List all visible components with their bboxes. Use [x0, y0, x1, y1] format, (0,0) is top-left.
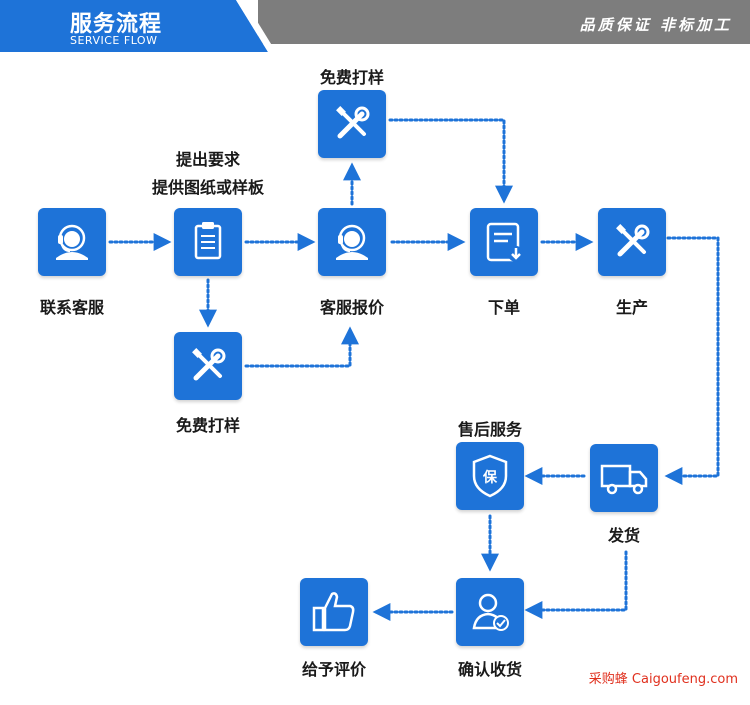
shield-text: 保 — [482, 469, 498, 486]
thumbs-up-icon — [312, 592, 355, 632]
clipboard-icon — [194, 222, 222, 260]
connector-sample-quote — [244, 326, 359, 368]
label-contact: 联系客服 — [39, 298, 105, 317]
delivery-truck-icon — [600, 464, 648, 495]
tools-icon — [336, 106, 370, 139]
node-submit — [174, 208, 242, 276]
label-after-sales: 售后服务 — [457, 420, 523, 439]
label-sample-top: 免费打样 — [319, 68, 385, 87]
header-tagline: 品质保证 非标加工 — [579, 16, 732, 34]
node-shipping — [590, 444, 658, 512]
tools-icon — [192, 348, 226, 381]
user-check-icon — [472, 593, 509, 631]
node-quote — [318, 208, 386, 276]
header-background — [0, 0, 750, 52]
page-subtitle: SERVICE FLOW — [70, 34, 158, 47]
headset-agent-icon — [336, 224, 368, 260]
label-quote: 客服报价 — [319, 298, 385, 317]
connector-shipping-receipt — [524, 550, 628, 619]
label-review: 给予评价 — [301, 660, 367, 679]
node-review — [300, 578, 368, 646]
connector-sample-order — [388, 118, 513, 204]
label-shipping: 发货 — [607, 526, 641, 545]
site-watermark: 采购蜂 Caigoufeng.com — [588, 672, 738, 687]
label-receipt: 确认收货 — [457, 660, 523, 679]
connector-production-shipping — [664, 236, 720, 485]
node-sample-bottom — [174, 332, 242, 400]
node-after-sales: 保 — [456, 442, 524, 510]
label-submit-line2: 提供图纸或样板 — [151, 178, 265, 197]
node-contact — [38, 208, 106, 276]
node-receipt — [456, 578, 524, 646]
page-title: 服务流程 — [70, 12, 163, 37]
label-production: 生产 — [615, 298, 649, 317]
header-bar: 服务流程 SERVICE FLOW 品质保证 非标加工 — [0, 0, 750, 52]
node-production — [598, 208, 666, 276]
document-download-icon — [486, 222, 524, 262]
headset-agent-icon — [56, 224, 88, 260]
shield-badge-icon: 保 — [472, 454, 508, 498]
label-submit-line1: 提出要求 — [175, 150, 241, 169]
label-order: 下单 — [487, 298, 521, 317]
node-sample-top — [318, 90, 386, 158]
tools-icon — [616, 224, 650, 257]
node-order — [470, 208, 538, 276]
label-sample-bottom: 免费打样 — [175, 416, 241, 435]
